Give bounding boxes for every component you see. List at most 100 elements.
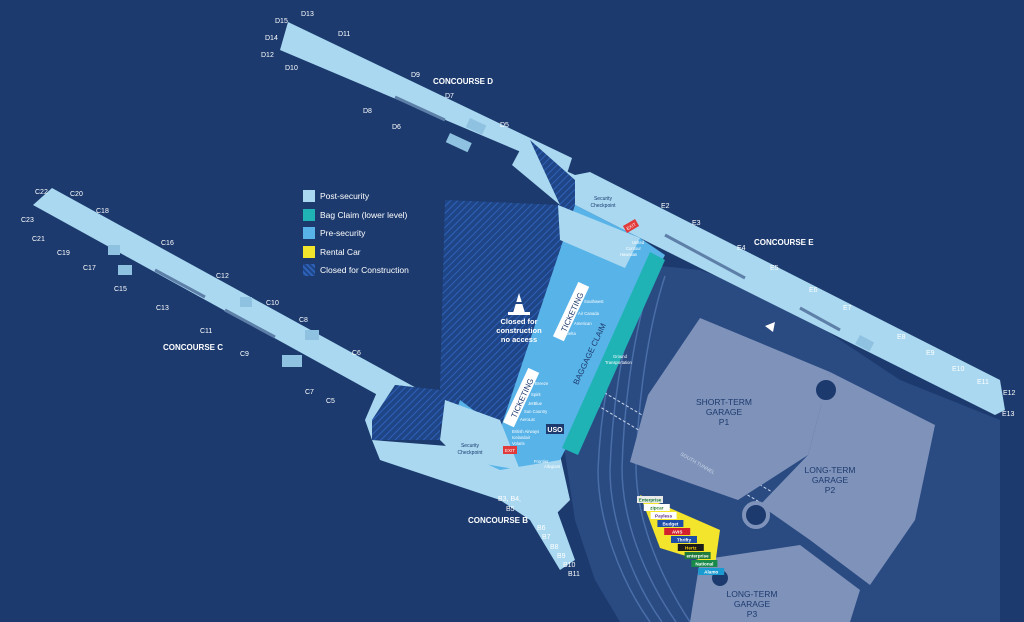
gate-label: C12 [216,273,229,280]
rental-brand-tag-bg [637,496,663,503]
svg-text:Icelandair: Icelandair [512,435,531,440]
gate-label: D8 [363,108,372,115]
concourse-d-title[interactable]: CONCOURSE D [433,77,493,86]
rental-brand-tag[interactable]: zipcar [643,504,670,511]
rental-brand-name: zipcar [650,505,663,510]
gate-label: C16 [161,240,174,247]
rental-brand-tag[interactable]: enterprise [684,552,711,559]
gate-label: C17 [83,265,96,272]
svg-text:Southwest: Southwest [584,299,604,304]
rental-brand-name: AVIS [672,529,682,534]
svg-text:American: American [574,321,592,326]
gate-label: E7 [843,305,852,312]
svg-text:LONG-TERM: LONG-TERM [805,465,856,475]
svg-text:Checkpoint: Checkpoint [457,450,483,456]
airline-labels-north: United Contour Hawaiian [620,240,645,257]
gate-label: E5 [770,265,779,272]
gate-label: B3, B4, [498,496,521,503]
gate-label: E12 [1003,390,1016,397]
gate-label: D9 [411,72,420,79]
svg-text:AeroLat: AeroLat [520,417,536,422]
legend-item-bag-claim: Bag Claim (lower level) [303,208,443,228]
gate-label: D10 [285,65,298,72]
rental-brand-tag-bg [671,536,697,543]
gate-label: E8 [897,334,906,341]
svg-text:Sun Country: Sun Country [524,409,548,414]
gate-label: C10 [266,300,279,307]
rental-brand-tag[interactable]: Enterprise [637,496,663,503]
svg-text:LONG-TERM: LONG-TERM [727,589,778,599]
svg-text:Checkpoint: Checkpoint [590,203,616,209]
rental-brand-tag-bg [657,520,684,527]
rental-brand-name: National [695,561,713,566]
gate-label: E13 [1002,411,1015,418]
svg-text:GARAGE: GARAGE [734,599,771,609]
concourse-c-title[interactable]: CONCOURSE C [163,343,223,352]
gate-label: D14 [265,35,278,42]
gate-label: C13 [156,305,169,312]
svg-text:Frontier: Frontier [534,459,549,464]
concourse-b-title[interactable]: CONCOURSE B [468,516,528,525]
garage-p1[interactable]: SHORT-TERM GARAGE P1 [630,318,830,500]
svg-text:EXIT: EXIT [505,448,515,453]
gate-labels-b: B3, B4, B5 B6 B7 B8 B9 B10 B11 [498,496,580,578]
rental-brand-tag-bg [643,504,670,511]
security-checkpoint-north[interactable]: Security Checkpoint [590,196,616,209]
gate-label: C8 [299,317,308,324]
garage-p3[interactable]: LONG-TERM GARAGE P3 [690,545,860,622]
rental-brand-tag-bg [677,544,704,551]
svg-text:Security: Security [461,443,480,449]
gate-label: C11 [200,328,212,335]
gate-labels-d: D15 D13 D14 D11 D12 D10 D9 D7 D8 D6 D5 [261,11,509,131]
gate-label: C6 [352,350,361,357]
exit-sign: EXIT [503,446,517,454]
security-checkpoint-south[interactable]: Security Checkpoint [457,443,483,456]
construction-area [395,140,575,430]
svg-text:GARAGE: GARAGE [812,475,849,485]
rental-brand-tag[interactable]: Budget [657,520,684,527]
svg-text:USO: USO [547,427,563,434]
exit-sign: EXIT [622,219,640,233]
legend-item-construction: Closed for Construction [303,264,443,283]
legend-swatch-rental-car [303,245,315,258]
svg-text:SHORT-TERM: SHORT-TERM [696,397,752,407]
rental-brand-tag[interactable]: Hertz [677,544,704,551]
concourse-e-title[interactable]: CONCOURSE E [754,238,814,247]
rental-brand-tag-bg [691,560,718,567]
svg-text:P1: P1 [719,417,730,427]
rental-brand-tag[interactable]: Payless [650,512,677,519]
gate-label: D7 [445,93,454,100]
rental-brand-name: Budget [662,521,678,526]
svg-text:United: United [632,240,645,245]
rental-brand-tag[interactable]: AVIS [664,528,691,535]
rental-brand-tag[interactable]: Thrifty [671,536,697,543]
legend-swatch-pre-security [303,227,315,240]
svg-text:GARAGE: GARAGE [706,407,743,417]
svg-text:Volaris: Volaris [512,441,525,446]
svg-text:Transportation: Transportation [605,360,633,365]
svg-text:Hawaiian: Hawaiian [620,252,638,257]
svg-text:EXIT: EXIT [626,222,637,231]
gate-label: E9 [926,350,935,357]
construction-area [372,385,440,440]
gate-label: B7 [542,534,551,541]
airline-labels-south: British Airways Icelandair Volaris [512,429,539,446]
svg-text:Allegiant: Allegiant [544,464,561,469]
uso-label: USO [546,424,564,434]
gate-label: C19 [57,250,70,257]
concourse-e-building [575,172,1005,415]
gate-labels-c: C22 C20 C23 C18 C21 C19 C17 C16 C15 C12 … [21,189,361,405]
gate-label: B9 [557,553,566,560]
gate-label: B8 [550,544,559,551]
rental-brand-tag[interactable]: National [691,560,718,567]
gate-label: D15 [275,18,288,25]
legend-swatch-post-security [303,190,315,202]
rental-brand-tag[interactable]: Alamo [698,568,725,575]
gate-label: C9 [240,351,249,358]
legend-swatch-construction [303,264,315,277]
svg-text:Delta: Delta [566,331,576,336]
garage-p2[interactable]: LONG-TERM GARAGE P2 [760,372,935,585]
gate-label: B6 [537,525,546,532]
gate-label: E4 [737,245,746,252]
